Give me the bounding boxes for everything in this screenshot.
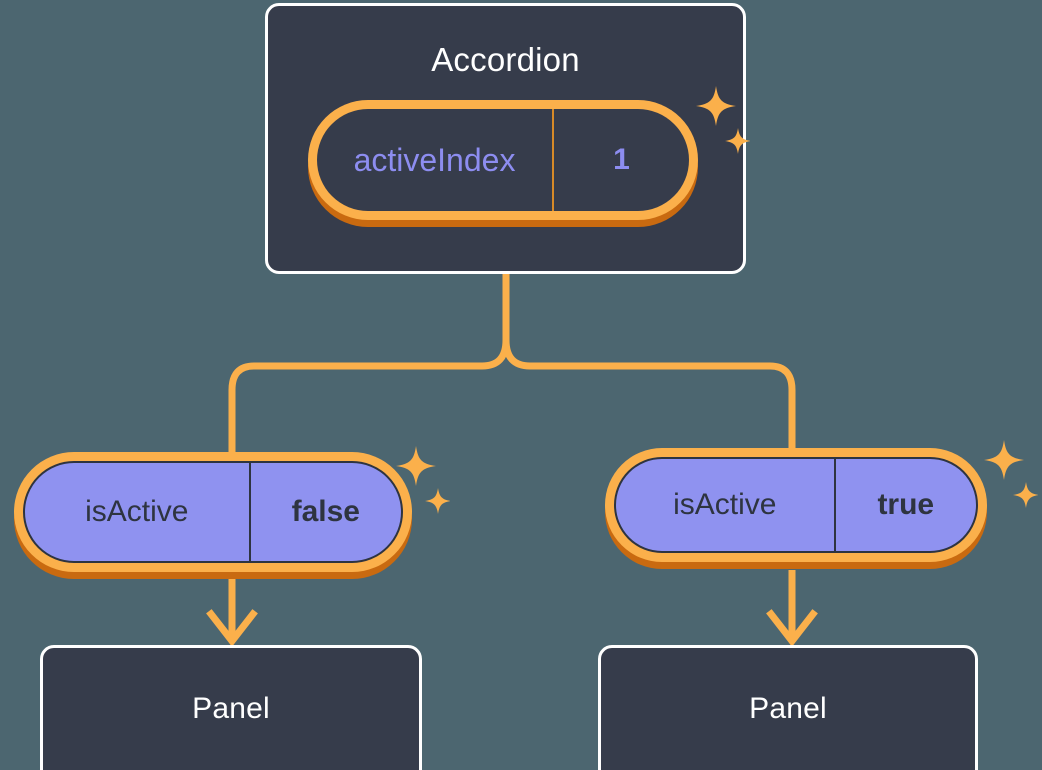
state-pill-inner: isActive false xyxy=(23,461,403,563)
state-key-is-active-left: isActive xyxy=(25,463,251,561)
state-value-is-active-left: false xyxy=(291,495,360,528)
state-pill-is-active-right[interactable]: isActive true xyxy=(605,448,987,562)
state-pill-is-active-left[interactable]: isActive false xyxy=(14,452,412,572)
state-key-is-active-right: isActive xyxy=(616,459,836,551)
connector-to-left-child xyxy=(228,270,510,456)
state-pill-active-index[interactable]: activeIndex 1 xyxy=(308,100,698,220)
panel-component-box-left[interactable]: Panel xyxy=(40,645,422,770)
sparkle-icon xyxy=(982,438,1038,518)
state-value-active-index: 1 xyxy=(613,143,630,176)
accordion-title: Accordion xyxy=(431,41,580,78)
connector-to-right-child xyxy=(502,270,796,456)
state-key-active-index: activeIndex xyxy=(317,109,554,211)
panel-title-left: Panel xyxy=(192,692,270,725)
state-value-is-active-right: true xyxy=(877,488,935,521)
arrow-head-right xyxy=(766,609,818,647)
state-pill-inner: activeIndex 1 xyxy=(317,109,689,211)
state-pill-inner: isActive true xyxy=(614,457,978,553)
panel-component-box-right[interactable]: Panel xyxy=(598,645,978,770)
arrow-head-left xyxy=(206,609,258,647)
panel-title-right: Panel xyxy=(749,692,827,725)
